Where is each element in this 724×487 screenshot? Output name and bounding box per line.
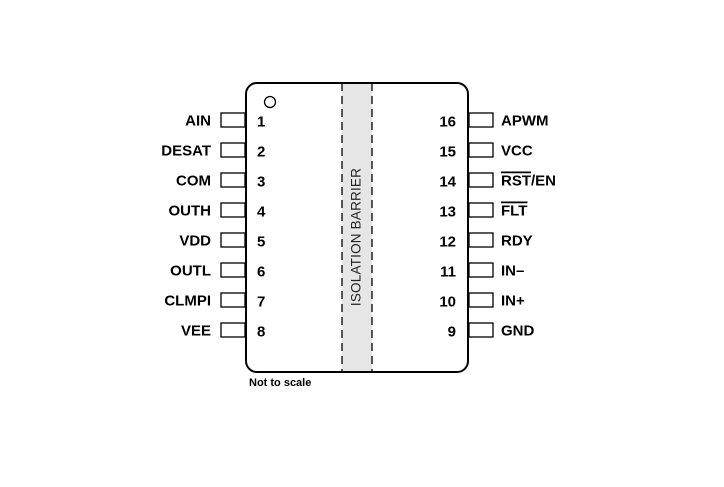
pin-8-name: VEE	[181, 323, 211, 340]
pin-5: VDD 5	[179, 232, 265, 251]
pin-3-number: 3	[257, 174, 265, 191]
pin-16-name: APWM	[501, 113, 549, 130]
pin-11-number: 11	[440, 264, 456, 281]
pin-9: 9 GND	[448, 322, 535, 341]
pin-1: AIN 1	[185, 112, 265, 131]
pin-8-lead	[220, 322, 246, 338]
pin-7-number: 7	[257, 294, 265, 311]
pin-3-lead	[220, 172, 246, 188]
pin-12-number: 12	[439, 234, 456, 251]
pin-7-name: CLMPI	[164, 293, 211, 310]
pin-5-number: 5	[257, 234, 265, 251]
pin-9-name: GND	[501, 323, 535, 340]
pin-13-name: FLT	[501, 203, 527, 220]
pin-10: 10 IN+	[439, 292, 525, 311]
pin-15-name: VCC	[501, 143, 533, 160]
pin-1-name: AIN	[185, 113, 211, 130]
pin-5-lead	[220, 232, 246, 248]
pin-14-name: RST/EN	[501, 173, 556, 190]
pin-14-lead	[468, 172, 494, 188]
pin-2-lead	[220, 142, 246, 158]
pin-14-number: 14	[439, 174, 456, 191]
pin-4-name: OUTH	[169, 203, 212, 220]
package-body	[245, 82, 469, 373]
pin-2-name: DESAT	[161, 143, 211, 160]
pin-15-number: 15	[439, 144, 456, 161]
pin1-indicator-dot	[263, 95, 277, 109]
pin-11-name: IN–	[501, 263, 524, 280]
pin-13-number: 13	[439, 204, 456, 221]
pin-1-lead	[220, 112, 246, 128]
pin-6-name: OUTL	[170, 263, 211, 280]
pin-7-lead	[220, 292, 246, 308]
pin-12-name: RDY	[501, 233, 533, 250]
pin-2-number: 2	[257, 144, 265, 161]
pin-6: OUTL 6	[170, 262, 265, 281]
pin-4-lead	[220, 202, 246, 218]
pin-15-lead	[468, 142, 494, 158]
isolation-barrier-label: ISOLATION BARRIER	[349, 168, 364, 306]
pin-2: DESAT 2	[161, 142, 265, 161]
pin-13-lead	[468, 202, 494, 218]
pin-16: 16 APWM	[439, 112, 549, 131]
pin-13: 13 FLT	[439, 201, 528, 221]
pin-10-number: 10	[439, 294, 456, 311]
pin-9-lead	[468, 322, 494, 338]
pin-11-lead	[468, 262, 494, 278]
pin-15: 15 VCC	[439, 142, 533, 161]
pin-8-number: 8	[257, 324, 265, 341]
pin-1-number: 1	[257, 114, 265, 131]
not-to-scale-note: Not to scale	[249, 377, 311, 389]
pin-8: VEE 8	[181, 322, 265, 341]
pin-10-name: IN+	[501, 293, 525, 310]
pin-12-lead	[468, 232, 494, 248]
isolation-barrier-band	[342, 83, 372, 372]
pin-5-name: VDD	[179, 233, 211, 250]
pin-11: 11 IN–	[440, 262, 524, 281]
pin-10-lead	[468, 292, 494, 308]
pin-6-lead	[220, 262, 246, 278]
pin-16-lead	[468, 112, 494, 128]
pin-4: OUTH 4	[169, 202, 266, 221]
pin-3-name: COM	[176, 173, 211, 190]
pin-7: CLMPI 7	[164, 292, 265, 311]
pin-3: COM 3	[176, 172, 265, 191]
pin-6-number: 6	[257, 264, 265, 281]
pin-9-number: 9	[448, 324, 456, 341]
pin-16-number: 16	[439, 114, 456, 131]
pin-12: 12 RDY	[439, 232, 533, 251]
pin-4-number: 4	[257, 204, 266, 221]
pin-14: 14 RST/EN	[439, 171, 556, 191]
